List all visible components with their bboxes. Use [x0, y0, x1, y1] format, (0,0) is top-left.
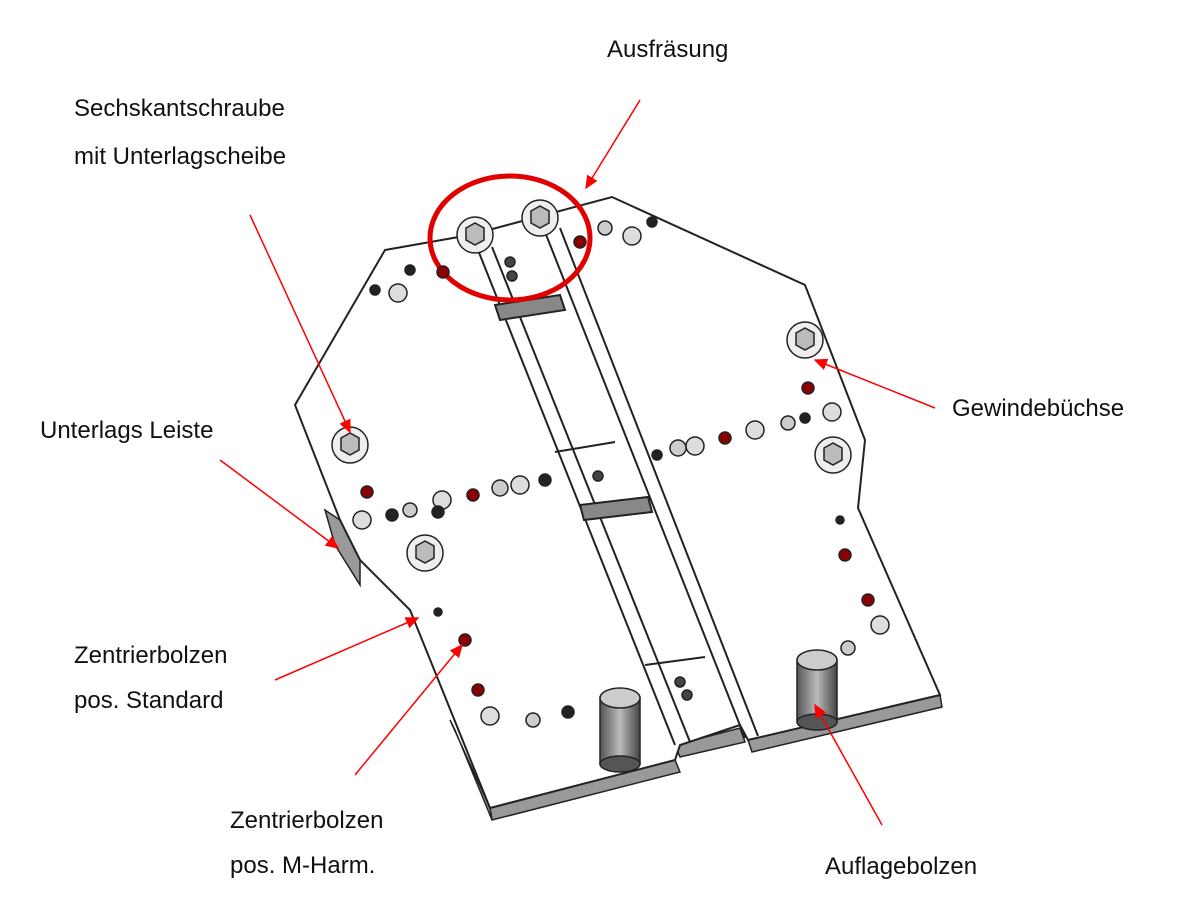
label-zentrier-std-2: pos. Standard — [74, 687, 224, 714]
label-zentrier-std-1: Zentrierbolzen — [74, 642, 228, 669]
label-unterlags-leiste: Unterlags Leiste — [40, 417, 214, 444]
callout-arrows — [219, 99, 936, 826]
highlight-circle — [427, 173, 593, 303]
support-pin — [599, 687, 641, 773]
label-gewindebuechse: Gewindebüchse — [952, 395, 1125, 422]
holes — [352, 216, 890, 728]
arrow-zentrier-std — [274, 617, 420, 681]
plate-thickness — [323, 508, 943, 821]
arrow-ausfraesung — [585, 99, 641, 190]
label-zentrier-mh-2: pos. M-Harm. — [230, 852, 376, 879]
hex-bolt — [521, 199, 559, 237]
hex-bolt — [456, 216, 494, 254]
hex-bolts — [331, 199, 852, 572]
arrow-sechskant — [249, 214, 351, 434]
hex-bolt — [406, 534, 444, 572]
label-sechskant-1: Sechskantschraube — [74, 95, 285, 122]
hex-bolt — [331, 426, 369, 464]
arrow-unterlags-leiste — [219, 459, 340, 549]
center-strip — [477, 227, 759, 746]
label-ausfraesung: Ausfräsung — [607, 36, 729, 63]
arrow-zentrier-mh — [354, 643, 463, 776]
threaded-bushing — [786, 321, 824, 359]
arrow-auflagebolzen — [814, 703, 883, 826]
arrow-gewindebuechse — [813, 358, 936, 409]
label-sechskant-2: mit Unterlagscheibe — [74, 143, 287, 170]
support-pin — [796, 649, 838, 731]
threaded-bushing — [814, 436, 852, 474]
label-auflagebolzen: Auflagebolzen — [825, 853, 978, 880]
label-zentrier-mh-1: Zentrierbolzen — [230, 807, 384, 834]
